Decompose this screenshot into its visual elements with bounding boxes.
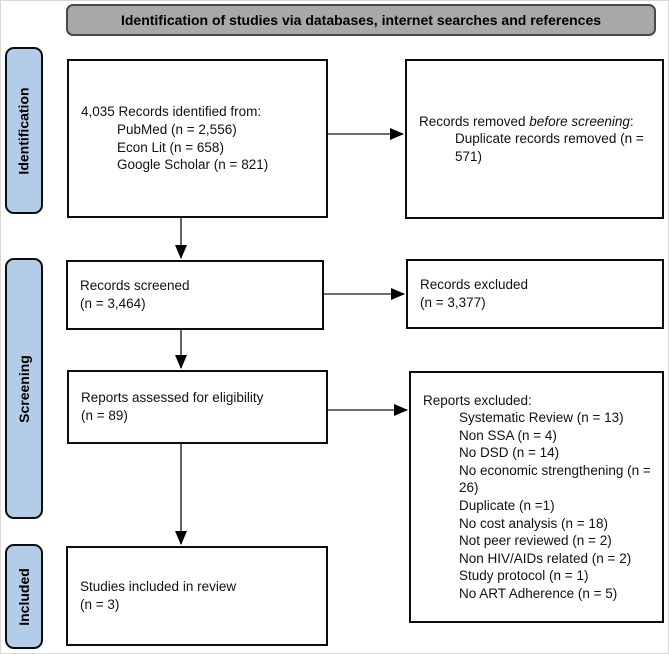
- reports-excluded-title: Reports excluded:: [423, 392, 532, 408]
- reports-excluded-item: Systematic Review (n = 13): [459, 410, 624, 426]
- studies-included-line2: (n = 3): [80, 597, 120, 612]
- records-identified-item: Econ Lit (n = 658): [117, 139, 224, 155]
- stage-label-screening-text: Screening: [16, 354, 33, 423]
- records-screened-line1: Records screened: [80, 278, 190, 294]
- reports-excluded-item: Non HIV/AIDs related (n = 2): [459, 550, 632, 566]
- stage-label-identification-text: Identification: [16, 86, 32, 175]
- reports-excluded-item: No DSD (n = 14): [459, 445, 560, 461]
- records-identified-item: PubMed (n = 2,556): [117, 121, 237, 137]
- stage-label-included-text: Included: [16, 567, 32, 626]
- reports-excluded-item: No ART Adherence (n = 5): [459, 585, 618, 601]
- records-excluded-line1: Records excluded: [420, 277, 529, 293]
- reports-assessed-line2: (n = 89): [81, 408, 128, 423]
- records-removed-title-italic: before screening: [529, 113, 630, 129]
- reports-excluded-item: No economic strengthening (n = 26): [459, 462, 651, 496]
- records-excluded-line2: (n = 3,377): [420, 295, 486, 310]
- box-records-removed: Records removed before screening: Duplic…: [405, 59, 664, 219]
- reports-assessed-line1: Reports assessed for eligibility: [81, 390, 264, 406]
- reports-excluded-item: Not peer reviewed (n = 2): [459, 533, 612, 549]
- reports-excluded-item: No cost analysis (n = 18): [459, 515, 608, 531]
- box-records-excluded: Records excluded (n = 3,377): [406, 259, 664, 329]
- reports-excluded-item: Non SSA (n = 4): [459, 427, 557, 443]
- records-removed-title-suffix: :: [629, 113, 634, 129]
- box-reports-assessed: Reports assessed for eligibility (n = 89…: [67, 370, 328, 444]
- records-removed-item: Duplicate records removed (n = 571): [455, 131, 644, 164]
- records-identified-item: Google Scholar (n = 821): [117, 157, 269, 173]
- studies-included-line1: Studies included in review: [80, 579, 237, 595]
- records-screened-line2: (n = 3,464): [80, 296, 146, 311]
- box-records-screened: Records screened (n = 3,464): [66, 260, 324, 330]
- stage-label-screening: Screening: [5, 258, 43, 519]
- diagram-header: Identification of studies via databases,…: [66, 4, 656, 36]
- reports-excluded-item: Duplicate (n =1): [459, 498, 555, 513]
- records-removed-title: Records removed before screening:: [419, 113, 654, 131]
- box-reports-excluded: Reports excluded: Systematic Review (n =…: [409, 371, 664, 623]
- stage-label-included: Included: [5, 544, 43, 649]
- records-removed-title-prefix: Records removed: [419, 113, 530, 129]
- box-records-identified: 4,035 Records identified from: PubMed (n…: [67, 59, 328, 218]
- reports-excluded-item: Study protocol (n = 1): [459, 568, 589, 584]
- stage-label-identification: Identification: [5, 47, 43, 214]
- diagram-header-title: Identification of studies via databases,…: [120, 12, 602, 28]
- box-studies-included: Studies included in review (n = 3): [66, 546, 328, 646]
- records-identified-title: 4,035 Records identified from:: [81, 104, 262, 120]
